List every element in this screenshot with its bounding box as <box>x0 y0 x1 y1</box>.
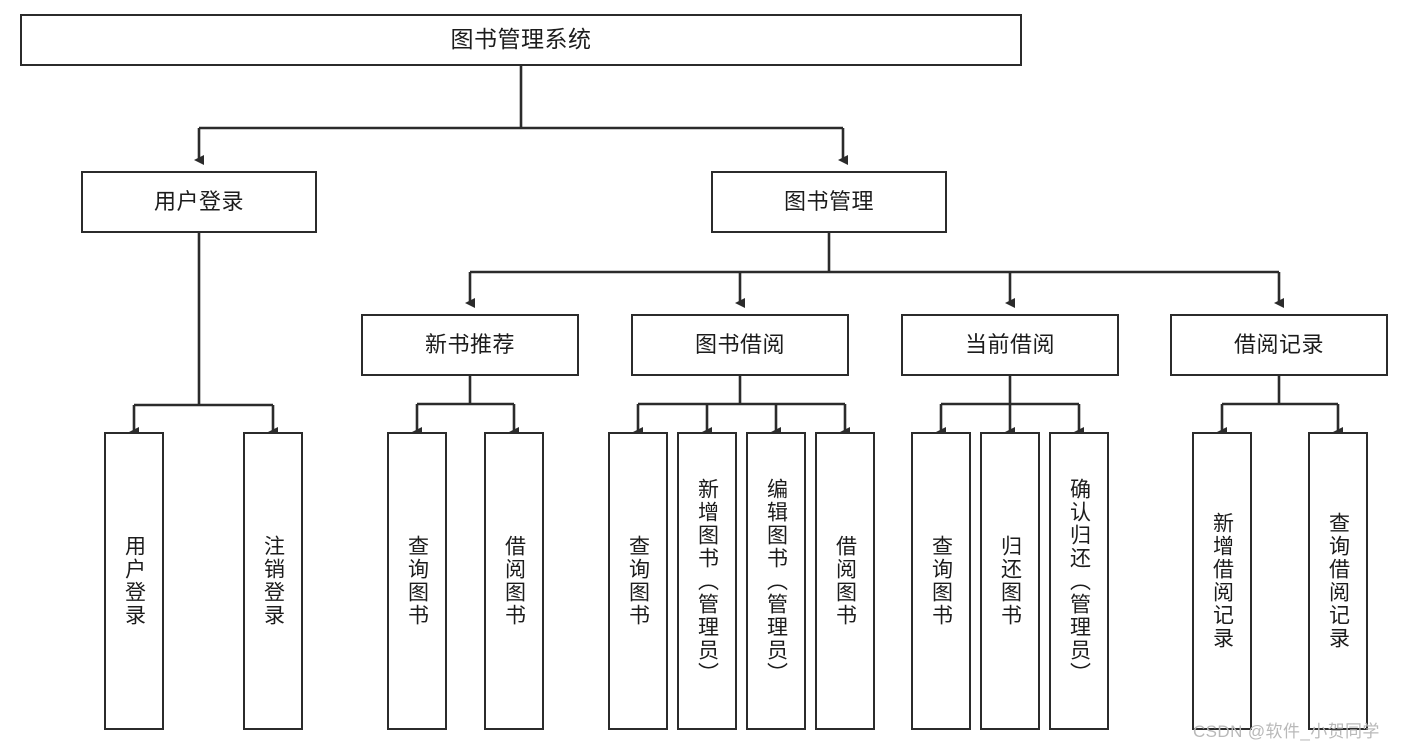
node-leaf-borrow-book-2[interactable]: 借阅图书 <box>815 432 875 730</box>
node-label: 确认归还（管理员） <box>1067 477 1091 685</box>
node-leaf-add-book[interactable]: 新增图书（管理员） <box>677 432 737 730</box>
node-label: 图书管理系统 <box>450 26 592 53</box>
node-label: 新增图书（管理员） <box>695 477 719 685</box>
node-label: 图书借阅 <box>694 332 785 358</box>
node-label: 新增借阅记录 <box>1210 512 1234 650</box>
node-leaf-return-book[interactable]: 归还图书 <box>980 432 1040 730</box>
node-label: 借阅记录 <box>1233 332 1324 358</box>
node-user-login[interactable]: 用户登录 <box>81 171 317 233</box>
node-label: 借阅图书 <box>502 535 526 627</box>
node-label: 借阅图书 <box>833 535 857 627</box>
node-label: 查询借阅记录 <box>1326 512 1350 650</box>
node-book-manage[interactable]: 图书管理 <box>711 171 947 233</box>
node-label: 新书推荐 <box>424 332 515 358</box>
node-label: 用户登录 <box>153 189 244 215</box>
node-leaf-query-record[interactable]: 查询借阅记录 <box>1308 432 1368 730</box>
node-leaf-add-record[interactable]: 新增借阅记录 <box>1192 432 1252 730</box>
node-leaf-edit-book[interactable]: 编辑图书（管理员） <box>746 432 806 730</box>
node-leaf-borrow-book-1[interactable]: 借阅图书 <box>484 432 544 730</box>
node-leaf-query-book-3[interactable]: 查询图书 <box>911 432 971 730</box>
node-label: 图书管理 <box>783 189 874 215</box>
node-book-borrow[interactable]: 图书借阅 <box>631 314 849 376</box>
node-new-book-recommend[interactable]: 新书推荐 <box>361 314 579 376</box>
node-label: 归还图书 <box>998 535 1022 627</box>
node-leaf-user-logout[interactable]: 注销登录 <box>243 432 303 730</box>
node-borrow-record[interactable]: 借阅记录 <box>1170 314 1388 376</box>
node-book-management-system[interactable]: 图书管理系统 <box>20 14 1022 66</box>
node-leaf-user-login[interactable]: 用户登录 <box>104 432 164 730</box>
node-label: 查询图书 <box>929 535 953 627</box>
node-label: 注销登录 <box>261 535 285 627</box>
node-current-borrow[interactable]: 当前借阅 <box>901 314 1119 376</box>
node-label: 编辑图书（管理员） <box>764 477 788 685</box>
node-leaf-query-book-2[interactable]: 查询图书 <box>608 432 668 730</box>
node-label: 查询图书 <box>626 535 650 627</box>
node-label: 查询图书 <box>405 535 429 627</box>
node-leaf-confirm-return[interactable]: 确认归还（管理员） <box>1049 432 1109 730</box>
node-label: 用户登录 <box>122 535 146 627</box>
node-label: 当前借阅 <box>964 332 1055 358</box>
node-leaf-query-book-1[interactable]: 查询图书 <box>387 432 447 730</box>
